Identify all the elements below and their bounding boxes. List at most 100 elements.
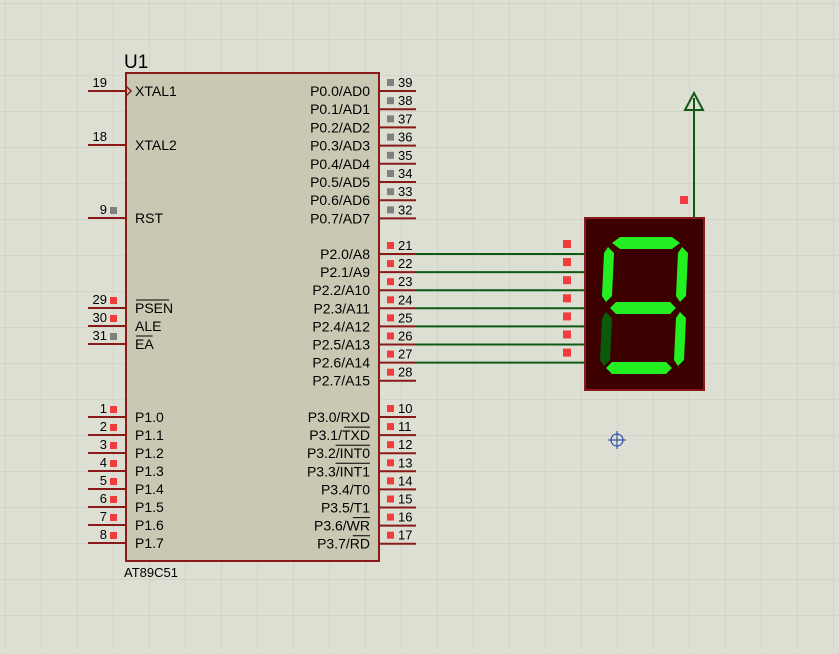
common-pin-marker [680, 196, 688, 204]
pin-p1-0[interactable]: 1P1.0 [88, 401, 164, 425]
pin-state-marker [110, 460, 117, 467]
pin-p1-3[interactable]: 4P1.3 [88, 455, 164, 479]
pin-number: 29 [93, 292, 107, 307]
pin-label: P0.7/AD7 [310, 210, 370, 226]
segment-g [610, 302, 676, 314]
bus-wires [416, 253, 585, 364]
pin-number: 26 [398, 329, 412, 344]
pin-state-marker [387, 332, 394, 340]
pin-number: 39 [398, 75, 412, 90]
display-pin-marker [563, 312, 571, 321]
pin-label: P0.5/AD5 [310, 174, 370, 190]
segment-b [676, 247, 688, 302]
pin-label: P0.0/AD0 [310, 83, 370, 99]
chip-part-name[interactable]: AT89C51 [124, 565, 178, 580]
pin-label: P2.5/A13 [312, 337, 370, 353]
pin-number: 4 [100, 455, 107, 470]
pin-number: 34 [398, 166, 412, 181]
pin-label: P3.7/RD [317, 536, 370, 552]
pin-state-marker [387, 314, 394, 322]
right-pin-group: 39P0.0/AD038P0.1/AD137P0.2/AD236P0.3/AD3… [307, 75, 416, 552]
pin-state-marker [387, 477, 394, 485]
pin-number: 27 [398, 347, 412, 362]
pin-label: P2.6/A14 [312, 355, 370, 371]
pin-state-marker [387, 151, 394, 159]
pin-number: 17 [398, 528, 412, 543]
display-pin-marker [563, 294, 571, 303]
pin-label: P0.4/AD4 [310, 156, 370, 172]
pin-number: 22 [398, 256, 412, 271]
pin-label: P3.3/INT1 [307, 463, 370, 479]
pin-label: PSEN [135, 300, 173, 316]
clock-marker-icon [125, 85, 133, 97]
pin-p1-1[interactable]: 2P1.1 [88, 419, 164, 443]
pin-p1-5[interactable]: 6P1.5 [88, 491, 164, 515]
pin-label: P1.3 [135, 463, 164, 479]
pin-label: ALE [135, 318, 161, 334]
pin-state-marker [387, 170, 394, 177]
pin-number: 36 [398, 130, 412, 145]
pin-state-marker [110, 442, 117, 449]
chip-body[interactable] [125, 72, 380, 562]
pin-number: 15 [398, 492, 412, 507]
pin-p1-4[interactable]: 5P1.4 [88, 473, 164, 497]
pin-p1-6[interactable]: 7P1.6 [88, 509, 164, 533]
pin-p1-2[interactable]: 3P1.2 [88, 437, 164, 461]
pin-p1-7[interactable]: 8P1.7 [88, 527, 164, 551]
pin-state-marker [387, 188, 394, 196]
pin-number: 16 [398, 510, 412, 525]
pin-state-marker [387, 368, 394, 376]
pin-number: 13 [398, 455, 412, 470]
segment-e [600, 312, 612, 366]
chip-reference[interactable]: U1 [124, 52, 148, 73]
pin-state-marker [387, 206, 394, 214]
pin-state-marker [387, 242, 394, 249]
pin-number: 35 [398, 148, 412, 163]
display-pin-marker [563, 276, 571, 285]
pin-label: P3.0/RXD [308, 409, 370, 425]
pin-label: P0.3/AD3 [310, 138, 370, 154]
pin-number: 9 [100, 202, 107, 217]
pin-state-marker [387, 495, 394, 503]
pin-number: 6 [100, 491, 107, 506]
pin-state-marker [387, 423, 394, 431]
pin-number: 23 [398, 274, 412, 289]
seven-segment-display[interactable] [563, 90, 705, 391]
pin-state-marker [387, 278, 394, 286]
pin-state-marker [110, 406, 117, 413]
pin-label: P2.0/A8 [320, 246, 370, 262]
pin-state-marker [110, 532, 117, 539]
